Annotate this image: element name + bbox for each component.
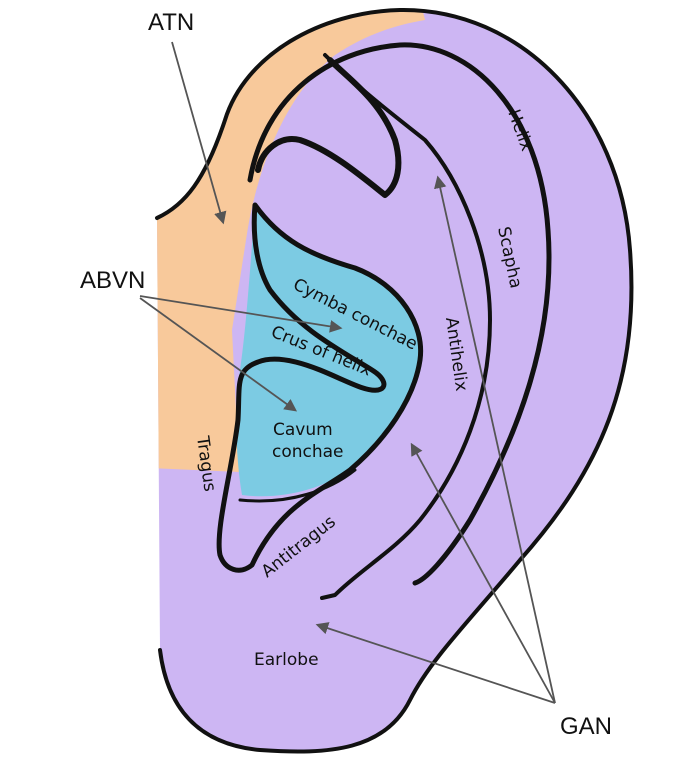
abvn-label: ABVN bbox=[80, 267, 145, 294]
crus-of-helix-outline bbox=[216, 202, 424, 573]
gan-label: GAN bbox=[560, 713, 612, 740]
nerve-labels: ATN ABVN GAN bbox=[80, 9, 612, 740]
atn-arrow bbox=[171, 41, 227, 225]
gan-arrow-helix bbox=[434, 175, 556, 704]
gan-arrow-antihelix bbox=[410, 442, 556, 704]
antihelix-line bbox=[320, 53, 492, 600]
cavum-conchae-label-line2: conchae bbox=[272, 442, 344, 462]
ear-outer-contour bbox=[155, 7, 634, 754]
nerve-arrows bbox=[139, 41, 556, 704]
antitragus-line bbox=[238, 468, 357, 503]
earlobe-label: Earlobe bbox=[254, 650, 319, 670]
gan-arrow-earlobe bbox=[315, 622, 556, 704]
antihelix-crus-line bbox=[255, 57, 402, 198]
abvn-arrow-cymba bbox=[139, 295, 343, 333]
abvn-arrow-cavum bbox=[139, 297, 298, 412]
ear-outlines bbox=[155, 7, 634, 754]
atn-label: ATN bbox=[148, 9, 194, 36]
cavum-conchae-label-line1: Cavum bbox=[273, 420, 333, 440]
